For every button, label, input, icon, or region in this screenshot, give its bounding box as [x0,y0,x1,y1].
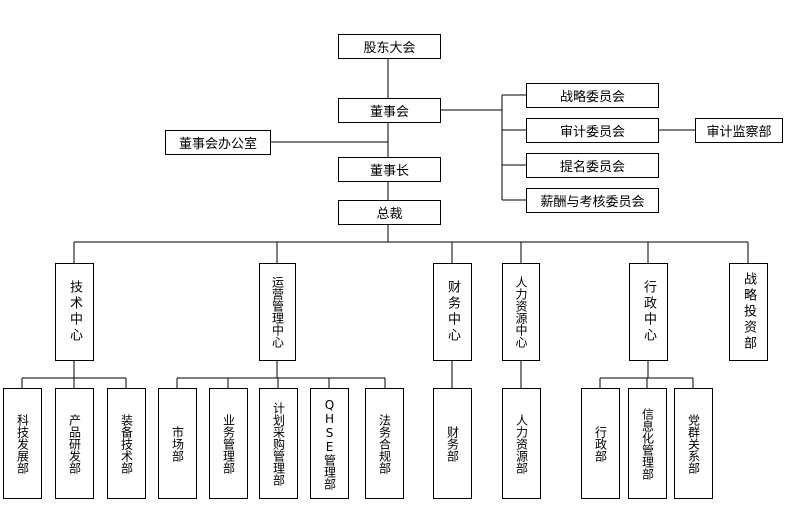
node-dept-business-mgmt: 业务管理部 [209,388,248,499]
node-board-office: 董事会办公室 [165,130,271,155]
node-dept-finance: 财务部 [433,388,472,499]
node-strategic-investment-dept: 战略投资部 [729,263,768,361]
node-dept-equipment-tech: 装备技术部 [107,388,146,499]
node-dept-market: 市场部 [158,388,197,499]
node-shareholders-meeting: 股东大会 [338,34,441,59]
node-board: 董事会 [338,98,441,123]
node-admin-center: 行政中心 [629,263,668,361]
node-dept-administration: 行政部 [581,388,620,499]
node-dept-legal-compliance: 法务合规部 [365,388,404,499]
node-dept-planning-procurement: 计划采购管理部 [259,388,298,499]
node-strategy-committee: 战略委员会 [526,83,659,108]
node-compensation-committee: 薪酬与考核委员会 [526,188,659,213]
node-ops-center: 运营管理中心 [259,263,296,361]
node-hr-center: 人力资源中心 [502,263,540,361]
node-tech-center: 技术中心 [55,263,94,361]
node-dept-it-mgmt: 信息化管理部 [628,388,667,499]
node-audit-committee: 审计委员会 [526,118,659,143]
node-dept-party-relations: 党群关系部 [674,388,713,499]
node-nomination-committee: 提名委员会 [526,153,659,178]
node-dept-qhse: QHSE管理部 [310,388,349,499]
node-president: 总裁 [338,200,441,225]
node-finance-center: 财务中心 [433,263,472,361]
node-dept-product-rd: 产品研发部 [55,388,94,499]
node-dept-tech-development: 科技发展部 [3,388,42,499]
node-dept-hr: 人力资源部 [502,388,541,499]
node-chairman: 董事长 [338,157,441,182]
node-audit-supervision-dept: 审计监察部 [695,118,783,143]
